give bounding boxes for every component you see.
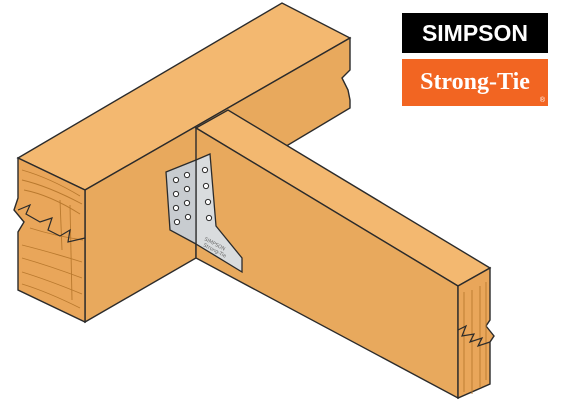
registered-mark: ® bbox=[539, 97, 545, 104]
fastener-hole bbox=[183, 171, 191, 179]
fastener-hole bbox=[201, 166, 209, 174]
joist-end-face bbox=[457, 266, 495, 400]
fastener-hole bbox=[205, 214, 213, 222]
logo-brand-top: SIMPSON bbox=[402, 13, 548, 53]
simpson-strong-tie-logo: SIMPSON Strong-Tie ® bbox=[402, 13, 548, 106]
header-beam-break-line bbox=[17, 203, 86, 243]
logo-brand-bottom: Strong-Tie bbox=[420, 69, 530, 95]
fastener-hole bbox=[184, 213, 192, 221]
logo-brand-bottom-box: Strong-Tie ® bbox=[402, 59, 548, 106]
fastener-hole bbox=[202, 182, 210, 190]
joist-break-line bbox=[457, 324, 491, 348]
joist-grain bbox=[463, 282, 487, 394]
fastener-hole bbox=[183, 185, 191, 193]
fastener-hole bbox=[172, 190, 180, 198]
fastener-hole bbox=[204, 198, 212, 206]
joist-beam bbox=[194, 109, 495, 400]
fastener-hole bbox=[183, 199, 191, 207]
fastener-hole bbox=[172, 204, 180, 212]
header-beam-end-face bbox=[13, 156, 86, 324]
fastener-hole bbox=[172, 176, 180, 184]
fastener-hole bbox=[173, 218, 181, 226]
header-beam-grain bbox=[21, 169, 84, 309]
bracket-fastener-holes bbox=[172, 166, 213, 226]
